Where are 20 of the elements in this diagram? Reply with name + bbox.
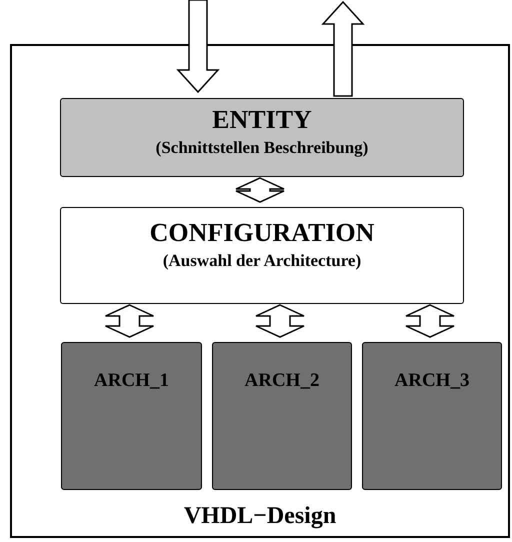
hollow-arrow — [176, 0, 220, 94]
box-subtitle: (Schnittstellen Beschreibung) — [156, 137, 368, 159]
box-title: ARCH_1 — [94, 369, 169, 393]
box-title: ARCH_3 — [394, 369, 470, 393]
architecture-box — [362, 342, 502, 490]
box-subtitle: (Auswahl der Architecture) — [162, 250, 362, 272]
hollow-arrow — [235, 177, 285, 203]
architecture-box — [61, 342, 202, 490]
hollow-arrow — [255, 304, 305, 338]
hollow-arrow — [104, 304, 154, 338]
hollow-arrow — [405, 304, 455, 338]
hollow-arrow — [321, 0, 365, 97]
box-title: CONFIGURATION — [150, 217, 374, 249]
architecture-box — [212, 342, 352, 490]
design-frame — [10, 44, 510, 538]
box-title: ENTITY — [212, 104, 312, 136]
box-title: VHDL−Design — [182, 502, 338, 531]
box-title: ARCH_2 — [244, 369, 320, 393]
configuration-box — [60, 207, 464, 304]
entity-box — [60, 98, 464, 177]
